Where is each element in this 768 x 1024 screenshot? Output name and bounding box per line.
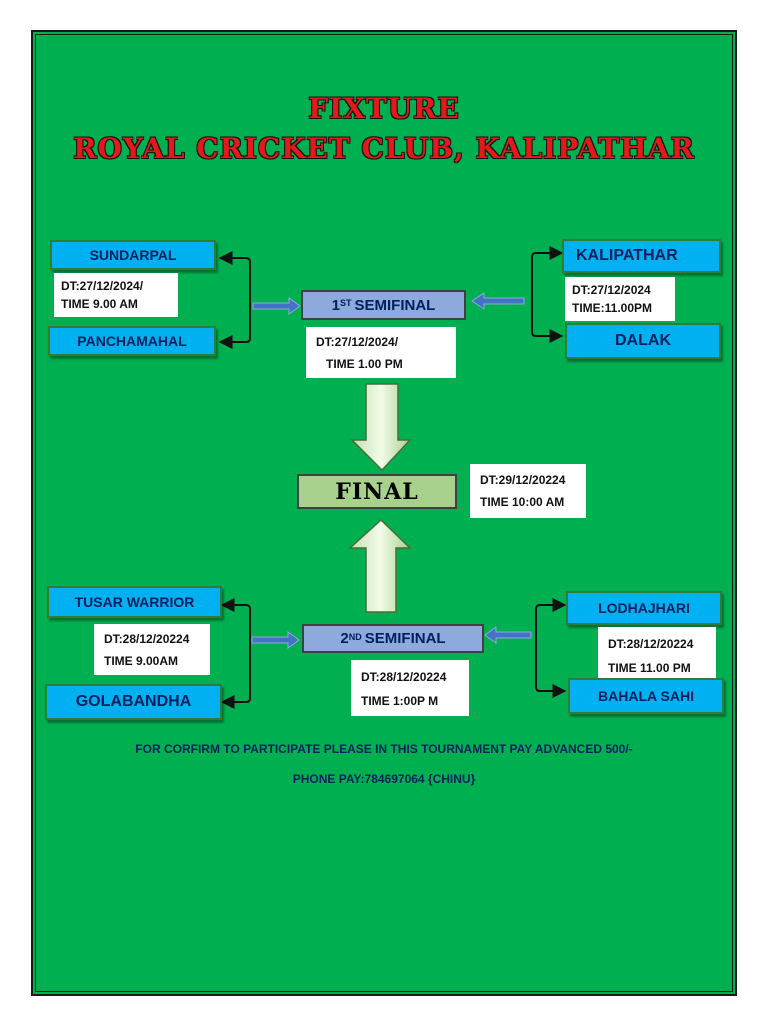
semifinal-label: SEMIFINAL bbox=[364, 630, 446, 647]
semifinal-date: DT:27/12/2024/ bbox=[316, 335, 399, 349]
semifinal-label: SEMIFINAL bbox=[354, 296, 436, 314]
match-time: TIME 11.00 PM bbox=[608, 661, 691, 675]
poster-background bbox=[31, 30, 737, 996]
match-time: TIME:11.00PM bbox=[572, 301, 653, 315]
team-bahala-sahi: BAHALA SAHI bbox=[568, 678, 724, 714]
bracket-line-sf2-left bbox=[220, 598, 251, 709]
match-time: TIME 9.00 AM bbox=[61, 297, 138, 311]
sf1-info: DT:27/12/2024/ TIME 1.00 PM bbox=[306, 327, 456, 378]
bracket-line-sf1-right bbox=[531, 246, 564, 343]
payment-notice: FOR CORFIRM TO PARTICIPATE PLEASE IN THI… bbox=[135, 742, 633, 756]
sf2-left-match-info: DT:28/12/20224 TIME 9.00AM bbox=[94, 624, 210, 675]
match-date: DT:27/12/2024/ bbox=[61, 279, 144, 293]
arrow-into-sf1-left bbox=[252, 297, 301, 315]
poster-title: FIXTURE bbox=[308, 92, 460, 125]
arrow-into-sf1-right bbox=[471, 292, 525, 310]
bracket-line-sf2-right bbox=[535, 598, 567, 698]
semifinal-time: TIME 1.00 PM bbox=[326, 357, 403, 371]
team-tusar-warrior: TUSAR WARRIOR bbox=[47, 586, 222, 618]
final-date: DT:29/12/20224 bbox=[480, 473, 566, 487]
team-golabandha: GOLABANDHA bbox=[45, 684, 222, 720]
match-date: DT:28/12/20224 bbox=[608, 637, 694, 651]
semifinal-date: DT:28/12/20224 bbox=[361, 670, 447, 684]
match-time: TIME 9.00AM bbox=[104, 654, 179, 668]
sf2-info: DT:28/12/20224 TIME 1:00P M bbox=[351, 660, 469, 716]
arrow-down-to-final bbox=[350, 383, 412, 472]
match-date: DT:28/12/20224 bbox=[104, 632, 190, 646]
team-kalipathar: KALIPATHAR bbox=[562, 239, 721, 273]
ordinal-suffix: ND bbox=[348, 631, 362, 642]
final-time: TIME 10:00 AM bbox=[480, 495, 565, 509]
team-panchamahal: PANCHAMAHAL bbox=[48, 326, 216, 356]
sf1-left-match-info: DT:27/12/2024/ TIME 9.00 AM bbox=[54, 273, 178, 317]
sf2-right-match-info: DT:28/12/20224 TIME 11.00 PM bbox=[598, 627, 716, 680]
team-dalak: DALAK bbox=[565, 323, 721, 359]
team-lodhajhari: LODHAJHARI bbox=[566, 591, 722, 625]
arrow-up-to-final bbox=[348, 518, 412, 613]
ordinal-suffix: ST bbox=[339, 298, 352, 308]
match-date: DT:27/12/2024 bbox=[572, 283, 651, 297]
ordinal-number: 2 bbox=[340, 630, 349, 647]
arrow-into-sf2-right bbox=[484, 626, 532, 644]
phone-pay-info: PHONE PAY:784697064 {CHINU} bbox=[292, 772, 476, 786]
ordinal-number: 1 bbox=[331, 296, 340, 314]
club-name: ROYAL CRICKET CLUB, KALIPATHAR bbox=[73, 132, 695, 165]
team-sundarpal: SUNDARPAL bbox=[50, 240, 216, 270]
sf1-right-match-info: DT:27/12/2024 TIME:11.00PM bbox=[565, 277, 675, 321]
semifinal-time: TIME 1:00P M bbox=[361, 694, 439, 708]
final-info: DT:29/12/20224 TIME 10:00 AM bbox=[470, 464, 586, 518]
final-box: FINAL bbox=[297, 474, 457, 509]
bracket-line-sf1-left bbox=[218, 251, 251, 349]
arrow-into-sf2-left bbox=[251, 631, 300, 649]
